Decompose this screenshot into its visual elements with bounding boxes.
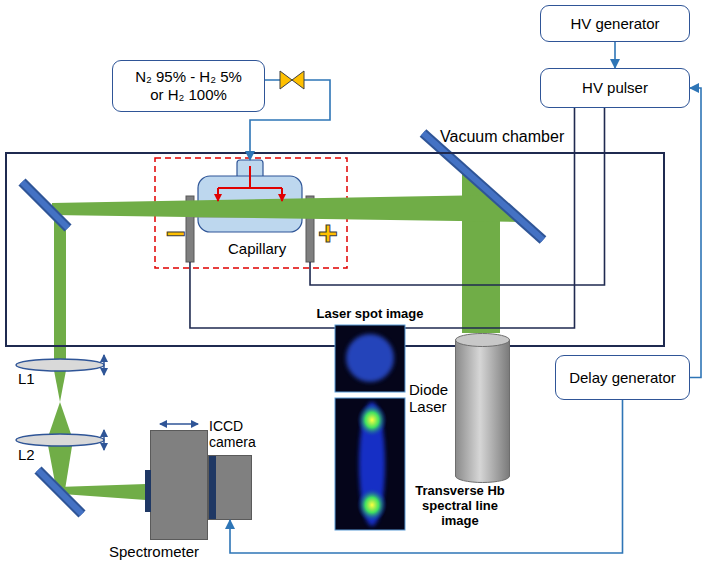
laser-spot (346, 334, 394, 382)
node-label: Vacuum chamber (440, 128, 564, 146)
spectral-line-image (335, 398, 405, 530)
gas-flow-arrow (281, 188, 283, 201)
mirror (423, 133, 543, 240)
laser-body (455, 333, 510, 483)
lens-label: L2 (18, 446, 35, 463)
laser-aperture (456, 334, 510, 347)
image-title: Transverse Hb spectral line image (410, 484, 510, 529)
lens-label: L1 (18, 370, 35, 387)
node-label: Diode Laser (409, 381, 453, 416)
node-label: Spectrometer (109, 543, 199, 560)
valve-symbol (292, 71, 304, 89)
mirror (38, 470, 82, 514)
entrance-slit (145, 470, 151, 512)
spectral-peak (357, 403, 387, 437)
adjust-arrow (103, 430, 105, 450)
gas-flow-arrow (218, 166, 282, 188)
node-label: HV pulser (582, 79, 648, 97)
node-label: ICCD camera (209, 418, 261, 450)
gas-flow-arrow (217, 188, 219, 201)
laser-body (456, 340, 510, 482)
laser-beam (52, 195, 523, 222)
mirror (38, 470, 82, 514)
camera-front (209, 456, 216, 519)
trigger-line (690, 88, 701, 378)
node-label: N₂ 95% - H₂ 5% or H₂ 100% (130, 68, 248, 104)
gas-line (250, 80, 330, 160)
adjust-arrow (160, 423, 198, 425)
valve-symbol (280, 71, 292, 89)
mirror (22, 182, 68, 228)
laser-spot-image (335, 325, 405, 392)
adjust-arrow (103, 355, 105, 375)
iccd-camera: ICCD camera (208, 455, 252, 520)
trigger-line (230, 400, 623, 553)
hv-wire (190, 108, 575, 328)
hv-wire (310, 108, 604, 285)
lens (16, 359, 104, 371)
camera-body (209, 456, 251, 519)
trigger-arrow (614, 42, 616, 68)
node-label: HV generator (570, 15, 659, 33)
image-title: Laser spot image (315, 307, 425, 322)
process-box: Delay generator (555, 355, 690, 400)
diode-laser: Diode Laser (455, 333, 510, 483)
laser-beam (54, 214, 66, 365)
node-label: Delay generator (569, 369, 676, 387)
node-label: Capillary (228, 240, 286, 257)
spectral-peak (357, 488, 387, 522)
process-box: HV pulser (540, 68, 690, 108)
polarity-sign: − (166, 214, 186, 253)
spectrometer: Spectrometer (150, 430, 208, 540)
polarity-sign: + (318, 214, 338, 253)
capillary: Capillary (186, 160, 314, 262)
lens (16, 434, 104, 446)
mirror (22, 182, 68, 228)
gas-supply-box: N₂ 95% - H₂ 5% or H₂ 100% (112, 60, 265, 112)
mirror (423, 133, 543, 240)
process-box: HV generator (540, 5, 690, 42)
